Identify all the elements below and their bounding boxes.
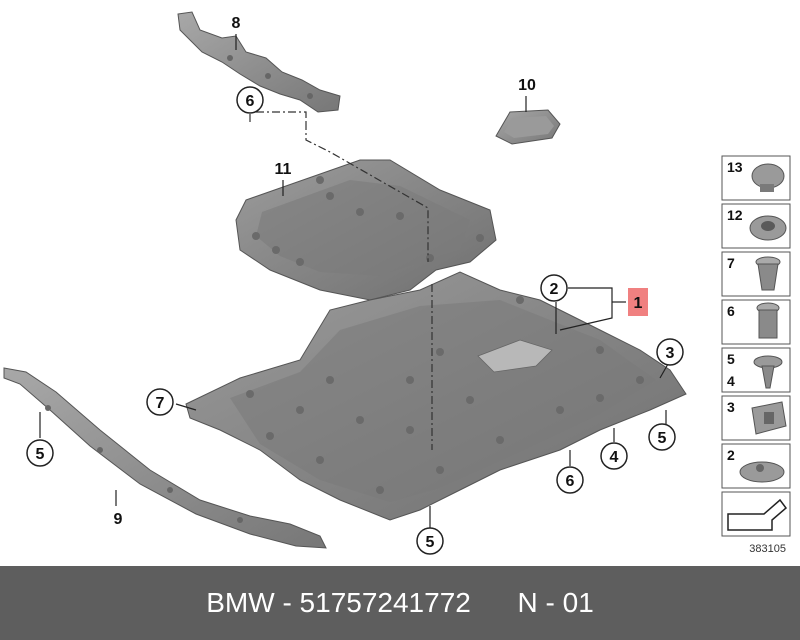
fastener-panel: 13 12 7 6 5 4	[721, 155, 791, 555]
svg-text:12: 12	[727, 207, 743, 223]
panel-item-5-4: 5 4	[721, 347, 791, 393]
callout-11: 11	[275, 161, 292, 178]
svg-text:7: 7	[727, 255, 735, 271]
panel-item-6: 6	[721, 299, 791, 345]
svg-text:3: 3	[727, 399, 735, 415]
svg-text:3: 3	[666, 345, 675, 362]
footer-text: BMW - 51757241772 N - 01	[206, 587, 594, 618]
callout-1: 1	[628, 288, 648, 316]
svg-text:4: 4	[727, 373, 735, 389]
svg-text:6: 6	[246, 93, 255, 110]
callout-7: 7	[146, 388, 174, 416]
svg-text:2: 2	[550, 281, 559, 298]
svg-text:4: 4	[610, 449, 619, 466]
callout-5-bottom: 5	[416, 527, 444, 555]
callout-8: 8	[232, 15, 241, 32]
svg-text:5: 5	[36, 446, 45, 463]
part-number-footer: BMW - 51757241772 N - 01	[0, 566, 800, 640]
shield-part-11	[235, 159, 497, 301]
callout-4: 4	[600, 442, 628, 470]
callout-10: 10	[518, 77, 536, 94]
svg-text:1: 1	[634, 295, 643, 312]
callout-6-top: 6	[236, 86, 264, 114]
bracket-part-8	[177, 11, 341, 113]
panel-item-7: 7	[721, 251, 791, 297]
leader-lines	[39, 34, 669, 528]
callout-2: 2	[540, 274, 568, 302]
reference-code: 383105	[749, 543, 786, 555]
orientation-arrow-icon	[721, 491, 791, 537]
connection-lines	[249, 111, 433, 450]
callout-6-bottom: 6	[556, 466, 584, 494]
callout-3: 3	[656, 338, 684, 366]
svg-text:5: 5	[658, 430, 667, 447]
svg-text:5: 5	[727, 351, 735, 367]
svg-text:2: 2	[727, 447, 735, 463]
callout-5-right: 5	[648, 423, 676, 451]
trim-strip-part-9	[3, 367, 327, 549]
shield-part-1	[185, 271, 687, 521]
panel-item-3: 3	[721, 395, 791, 441]
callout-5-left: 5	[26, 439, 54, 467]
svg-text:5: 5	[426, 534, 435, 551]
svg-text:13: 13	[727, 159, 743, 175]
svg-text:7: 7	[156, 395, 165, 412]
svg-text:6: 6	[727, 303, 735, 319]
callouts: 8 6 10 11 2 1 3 7 5 9 5	[26, 15, 684, 555]
panel-item-12: 12	[721, 203, 791, 249]
callout-9: 9	[114, 511, 123, 528]
cover-part-10	[495, 109, 561, 145]
svg-text:6: 6	[566, 473, 575, 490]
panel-item-2: 2	[721, 443, 791, 489]
panel-item-13: 13	[721, 155, 791, 201]
